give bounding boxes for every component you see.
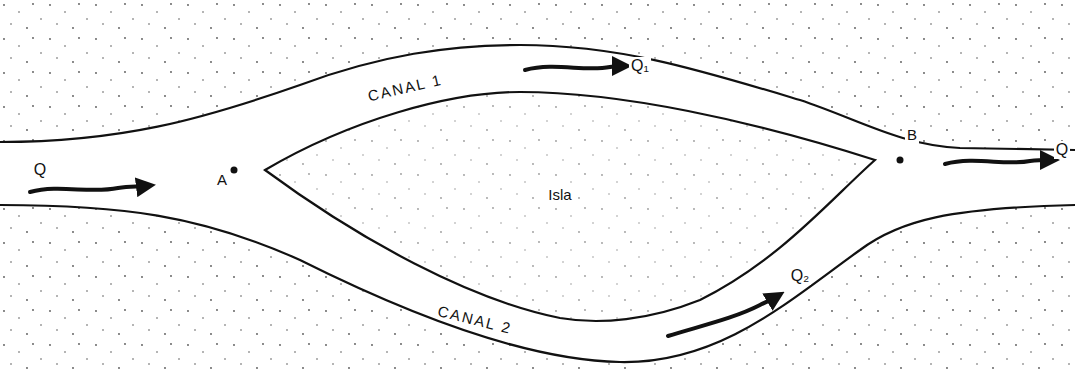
water [0, 45, 1075, 362]
south-bank [0, 205, 1075, 362]
point-dot [897, 157, 904, 164]
flow-arrow [525, 66, 622, 70]
flow-arrow [30, 186, 146, 192]
north-bank [0, 45, 1075, 150]
point-dot [231, 167, 238, 174]
flow-arrow [945, 160, 1050, 164]
flow-label: Q₁ [629, 57, 651, 75]
flow-label: Q₂ [789, 267, 812, 285]
flow-label: Q [32, 161, 48, 179]
point-label: A [215, 171, 229, 188]
flow-label: Q [1054, 141, 1070, 159]
flow-arrow [668, 297, 776, 336]
point-label: B [905, 126, 919, 143]
island-name: Isla [546, 186, 573, 203]
